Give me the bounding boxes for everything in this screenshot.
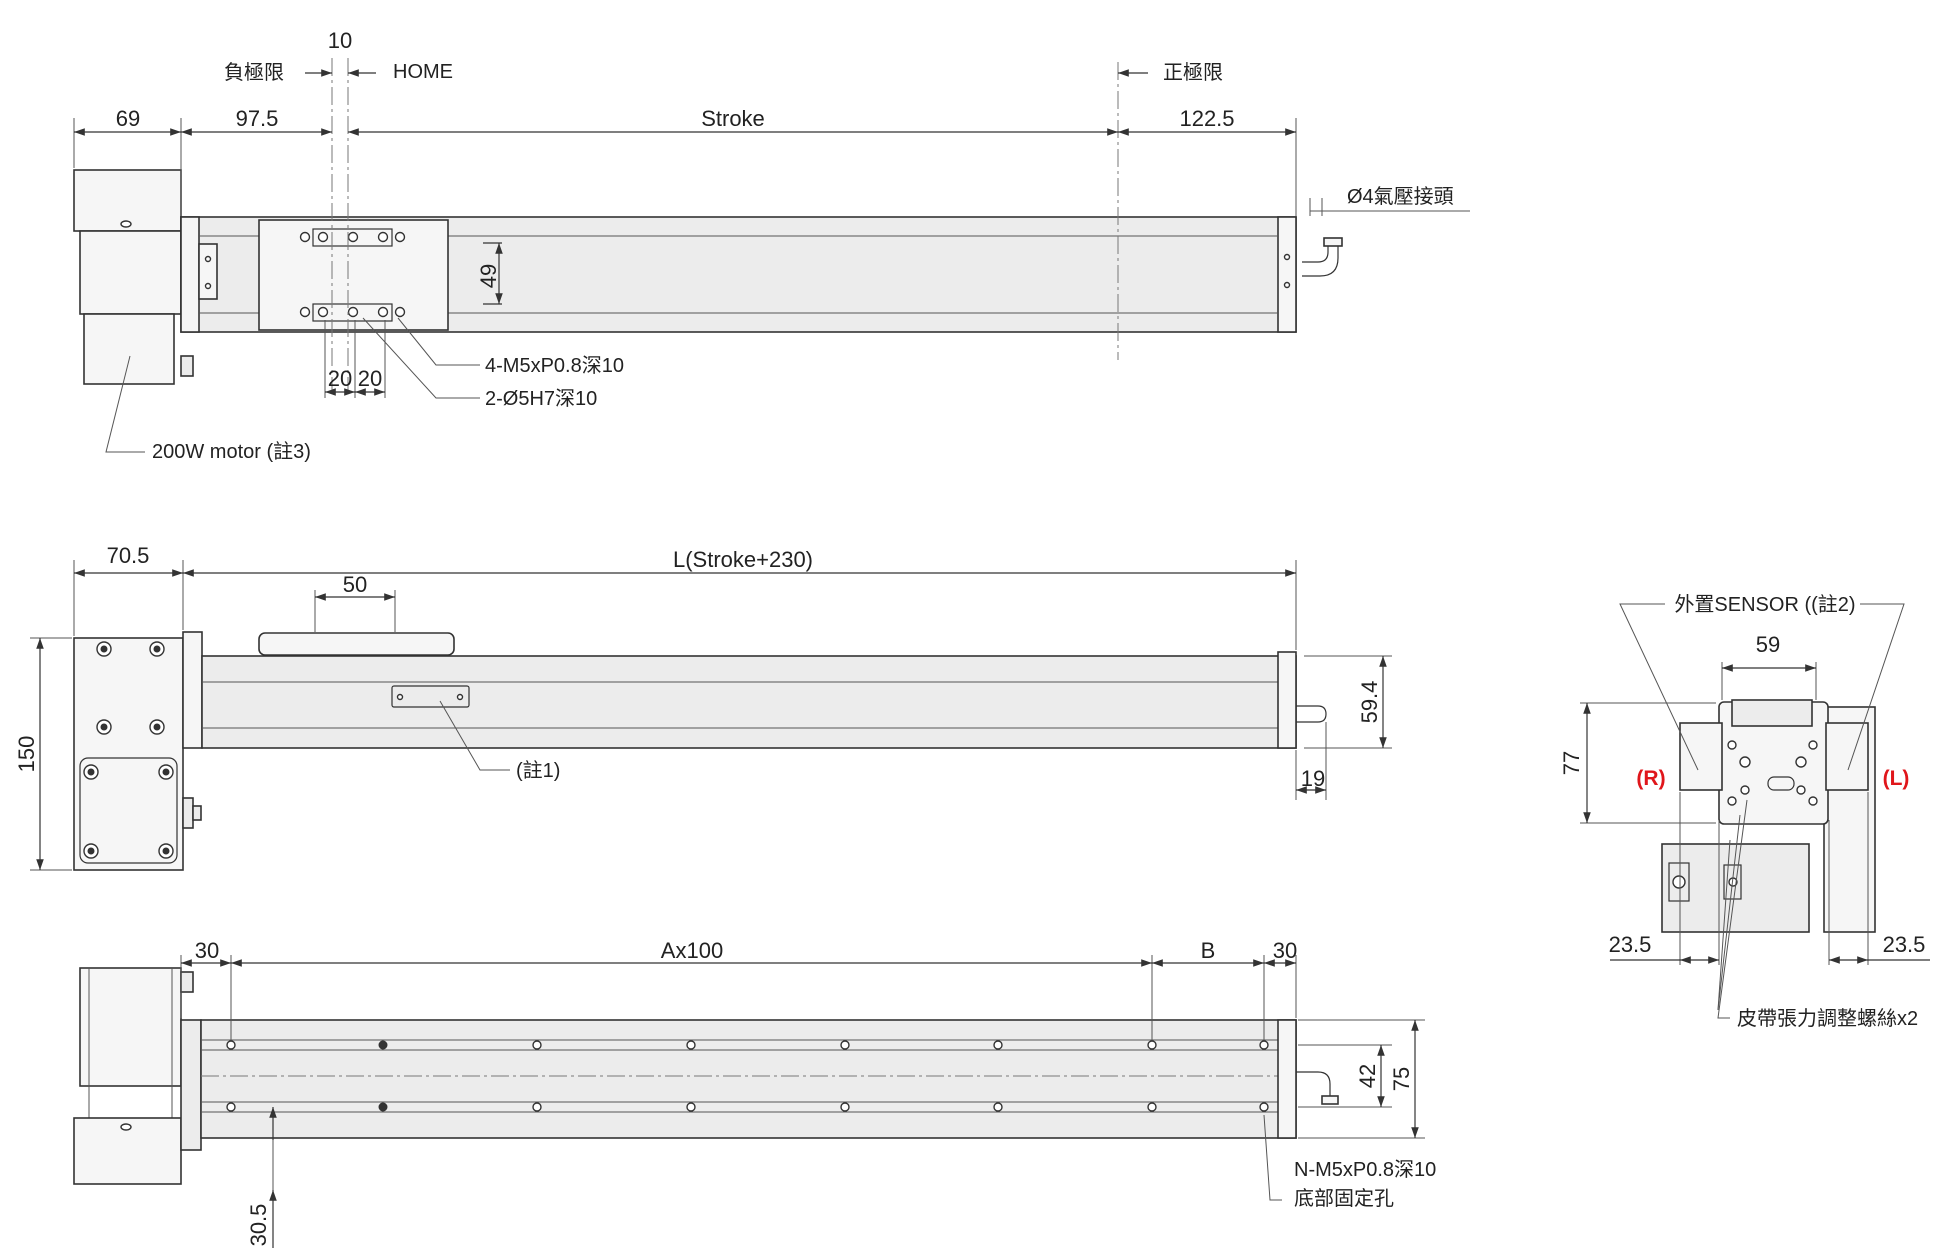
sensor-r [1679, 722, 1723, 791]
dim-49: 49 [476, 264, 501, 288]
hole [317, 231, 329, 243]
dim-50: 50 [343, 572, 367, 597]
air-fitting-label: Ø4氣壓接頭 [1347, 185, 1454, 208]
mount-holes [226, 1040, 1269, 1112]
dim-30-left: 30 [195, 938, 219, 963]
hole [317, 306, 329, 318]
dim-10: 10 [328, 28, 352, 53]
end-cap-left [180, 216, 200, 333]
side-r-label: (R) [1636, 767, 1665, 790]
air-fitting-bottom [1296, 1071, 1331, 1100]
air-fitting-side [1296, 705, 1327, 723]
carriage-side [258, 632, 455, 656]
dim-30-right: 30 [1273, 938, 1297, 963]
dim-23-5-left: 23.5 [1609, 932, 1652, 957]
dim-77: 77 [1559, 751, 1584, 775]
stroke-label: Stroke [701, 106, 765, 131]
motor-hole [120, 220, 132, 228]
motor-connector [180, 355, 194, 377]
hole [377, 231, 389, 243]
motor-side [73, 637, 184, 871]
hole [347, 306, 359, 318]
motor-bottom [79, 967, 182, 1087]
end-cap-bottom-left [180, 1019, 202, 1151]
dim-20b: 20 [358, 366, 382, 391]
sensor-label: 外置SENSOR ((註2) [1674, 593, 1855, 616]
belt-screws-label: 皮帶張力調整螺絲x2 [1737, 1007, 1918, 1030]
dim-69: 69 [116, 106, 140, 131]
actuator-body-side [201, 655, 1297, 749]
pin-holes-label: 2-Ø5H7深10 [485, 387, 597, 410]
note1-label: (註1) [516, 759, 560, 782]
end-view-top-cap [1731, 699, 1813, 727]
top-view: 10 負極限 HOME 正極限 69 97.5 Stroke 122.5 Ø4氣… [73, 28, 1470, 463]
lower-window-left [1668, 862, 1690, 902]
dim-20a: 20 [328, 366, 352, 391]
length-label: L(Stroke+230) [673, 547, 813, 572]
bottom-view: 30 Ax100 B 30 42 75 30.5 N-M5xP0.8深10 底部… [73, 938, 1436, 1248]
carriage-slot-upper [312, 228, 393, 247]
dim-42: 42 [1355, 1064, 1380, 1088]
carriage-slot-lower [312, 303, 393, 322]
dim-59-4: 59.4 [1357, 681, 1382, 724]
hole [394, 306, 406, 318]
hole [1283, 253, 1291, 261]
hole [347, 231, 359, 243]
hole [204, 255, 212, 263]
pitch-label: Ax100 [661, 938, 723, 963]
end-view: 外置SENSOR ((註2) 59 77 (R) (L) 23.5 23.5 皮… [1559, 593, 1930, 1030]
sensor-l [1825, 722, 1869, 791]
hole [377, 306, 389, 318]
belt-slot [1767, 776, 1795, 791]
plate-note1 [391, 685, 470, 708]
hole [204, 282, 212, 290]
hole [299, 231, 311, 243]
motor-cover [79, 757, 178, 864]
dim-59: 59 [1756, 632, 1780, 657]
end-cap-right [1277, 216, 1297, 333]
pos-limit-label: 正極限 [1163, 61, 1223, 84]
dim-19: 19 [1301, 766, 1325, 791]
dim-122-5: 122.5 [1179, 106, 1234, 131]
motor-label: 200W motor (註3) [152, 440, 311, 463]
mount-holes-label: N-M5xP0.8深10 [1294, 1158, 1436, 1181]
motor-housing [79, 230, 182, 315]
neg-limit-label: 負極限 [224, 61, 284, 84]
tapped-holes-label: 4-M5xP0.8深10 [485, 354, 624, 377]
dim-150: 150 [14, 736, 39, 773]
actuator-body-bottom [200, 1019, 1297, 1139]
dim-b: B [1201, 938, 1216, 963]
side-view: 70.5 L(Stroke+230) 50 150 59.4 19 (註1) [14, 543, 1392, 871]
mount-holes-note: 底部固定孔 [1294, 1187, 1394, 1210]
dim-23-5-right: 23.5 [1883, 932, 1926, 957]
motor-body [83, 313, 175, 385]
dim-30-5: 30.5 [246, 1204, 271, 1247]
side-l-label: (L) [1883, 767, 1910, 790]
hole [299, 306, 311, 318]
dim-97-5: 97.5 [236, 106, 279, 131]
home-label: HOME [393, 61, 453, 83]
hole [394, 231, 406, 243]
air-fitting [1302, 244, 1329, 263]
dim-75: 75 [1389, 1067, 1414, 1091]
end-plate-left [198, 243, 218, 300]
dim-70-5: 70.5 [107, 543, 150, 568]
hole [1283, 281, 1291, 289]
